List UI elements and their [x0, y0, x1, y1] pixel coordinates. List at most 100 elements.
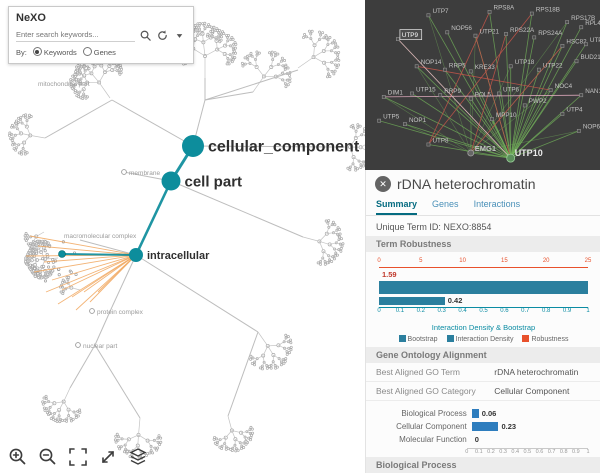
gene-node[interactable] — [443, 67, 447, 72]
gene-node[interactable] — [537, 67, 541, 72]
gene-node[interactable] — [395, 37, 400, 42]
search-input[interactable] — [16, 28, 135, 42]
tree-minor-label: membrane — [129, 170, 160, 177]
gene-node[interactable] — [584, 42, 588, 47]
tree-node-selected-term[interactable] — [58, 250, 66, 258]
radio-genes-circle[interactable] — [82, 47, 92, 56]
gene-node[interactable] — [529, 11, 534, 16]
gene-node-label: UTP6 — [503, 86, 520, 93]
gene-node-label: RPL4A — [585, 20, 600, 27]
gene-node-label: BUD21 — [581, 54, 600, 61]
gene-node-label: RPS22A — [510, 27, 535, 34]
gene-node[interactable] — [426, 13, 431, 18]
bar-value-label: 1.59 — [382, 270, 397, 279]
gene-node[interactable] — [579, 25, 584, 30]
reset-icon[interactable] — [156, 29, 169, 42]
tab-genes[interactable]: Genes — [432, 199, 459, 209]
go-term-label: Best Aligned GO Term — [376, 367, 460, 377]
zoom-out-button[interactable] — [38, 447, 58, 467]
go-axis-tick: 0.7 — [547, 449, 556, 455]
go-category-value: Cellular Component — [494, 386, 570, 396]
gene-node[interactable] — [381, 95, 386, 99]
gene-node[interactable] — [445, 30, 450, 35]
gene-node[interactable] — [468, 96, 473, 101]
zoom-in-button[interactable] — [8, 447, 28, 467]
tab-summary[interactable]: Summary — [376, 196, 418, 215]
bottom-axis-tick: 0.5 — [479, 308, 488, 314]
gene-node[interactable] — [487, 10, 492, 14]
fit-content-button[interactable] — [68, 447, 88, 467]
gene-node[interactable] — [497, 91, 501, 96]
gene-node-label: NOP6 — [583, 124, 600, 131]
app-title: NeXO — [16, 12, 46, 24]
gene-node[interactable] — [377, 118, 382, 123]
top-axis-tick: 0 — [377, 258, 381, 264]
top-axis-tick: 15 — [501, 258, 508, 264]
fit-selected-button[interactable] — [98, 447, 118, 467]
top-axis-tick: 25 — [584, 258, 592, 264]
search-icon[interactable] — [139, 29, 152, 42]
go-score-value: 0.06 — [481, 409, 497, 418]
gene-node[interactable] — [414, 64, 419, 69]
gene-node[interactable] — [426, 142, 431, 147]
gene-node[interactable] — [532, 35, 537, 40]
tree-node-label: cell part — [185, 173, 243, 190]
tree-minor-label: macromolecular complex — [64, 233, 137, 240]
gene-node[interactable] — [576, 129, 581, 133]
go-axis-tick: 0.6 — [535, 449, 544, 455]
association-edge — [43, 254, 137, 263]
tree-node-cell_part[interactable] — [161, 171, 181, 191]
gene-node-label: UTP7 — [432, 8, 449, 15]
gene-node-label: UTP15 — [416, 86, 436, 93]
caret-down-icon[interactable] — [173, 29, 186, 42]
bottom-axis-tick: 0.3 — [437, 308, 446, 314]
go-category-label: Best Aligned GO Category — [376, 386, 476, 396]
gene-node[interactable] — [560, 43, 565, 48]
gene-node[interactable] — [560, 112, 565, 116]
go-score-bar — [471, 409, 479, 418]
bottom-axis-tick: 0.9 — [562, 308, 572, 314]
bottom-axis-tick: 0.7 — [521, 308, 530, 314]
gene-node[interactable] — [574, 59, 579, 64]
gene-node[interactable] — [565, 20, 570, 25]
gene-node[interactable] — [490, 117, 494, 121]
tree-node-cellular_component[interactable] — [182, 135, 204, 157]
gene-node[interactable] — [468, 69, 473, 74]
gene-node-label: RRP5 — [449, 63, 466, 70]
gene-node[interactable] — [548, 88, 553, 93]
gene-node[interactable] — [438, 93, 443, 98]
gene-node[interactable] — [467, 149, 475, 157]
tree-node-label: cellular_component — [208, 139, 360, 156]
gene-node[interactable] — [522, 103, 527, 108]
close-icon[interactable]: ✕ — [375, 176, 391, 192]
tab-interactions[interactable]: Interactions — [473, 199, 521, 209]
go-axis-tick: 0.1 — [475, 449, 483, 455]
layers-button[interactable] — [128, 447, 148, 467]
term-id-value: NEXO:8854 — [443, 222, 492, 232]
gene-node[interactable] — [410, 91, 414, 96]
association-edge — [45, 254, 137, 293]
legend-item: Bootstrap — [398, 335, 438, 343]
radio-genes[interactable]: Genes — [82, 47, 116, 57]
gene-node[interactable] — [473, 33, 478, 38]
gene-node[interactable] — [508, 64, 513, 69]
tree-node-intracellular[interactable] — [129, 248, 143, 262]
gene-node[interactable] — [504, 32, 508, 36]
gene-node[interactable] — [403, 122, 407, 127]
gene-node[interactable] — [579, 93, 584, 98]
radio-keywords-circle[interactable] — [32, 47, 42, 56]
gene-node-label: NOP1 — [409, 117, 427, 124]
ontology-tree-canvas[interactable]: mitochondrial partmembranemacromolecular… — [0, 0, 365, 473]
gene-node[interactable] — [506, 153, 516, 163]
view-toolbar — [8, 447, 148, 467]
by-label: By: — [16, 47, 27, 57]
association-edge — [51, 254, 137, 281]
radio-keywords[interactable]: Keywords — [32, 47, 77, 57]
top-axis-tick: 5 — [419, 258, 423, 264]
